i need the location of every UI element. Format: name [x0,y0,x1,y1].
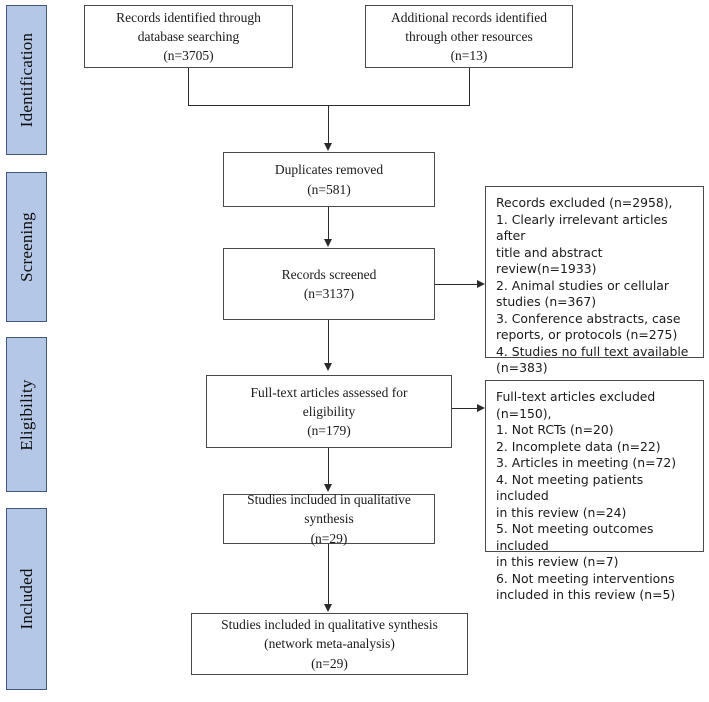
connector-fulltext-to-excluded [452,408,479,410]
box-fulltext-assessed-text: Full-text articles assessed for eligibil… [250,384,408,439]
stage-bar-identification: Identification [6,5,47,155]
box-additional-records-other-sources-text: Additional records identified through ot… [391,9,547,64]
arrowhead-to-fulltext-excluded-icon [477,404,485,412]
stage-bar-screening: Screening [6,172,47,322]
box-network-meta-analysis: Studies included in qualitative synthesi… [191,613,468,675]
box-records-screened: Records screened (n=3137) [223,248,435,320]
arrowhead-to-qualitative-icon [324,484,332,492]
connector-qualitative-to-network [328,544,330,606]
box-fulltext-assessed: Full-text articles assessed for eligibil… [206,375,452,448]
box-additional-records-other-sources: Additional records identified through ot… [365,5,573,68]
stage-label-identification: Identification [16,32,36,128]
connector-screened-to-excluded [435,284,479,286]
arrowhead-to-duplicates-icon [324,143,332,151]
connector-screened-to-fulltext [328,320,330,365]
box-duplicates-removed: Duplicates removed (n=581) [223,152,435,207]
arrowhead-to-screened-icon [324,239,332,247]
box-duplicates-removed-text: Duplicates removed (n=581) [274,162,384,197]
box-records-excluded-text: Records excluded (n=2958), 1. Clearly ir… [496,195,689,375]
box-records-identified-database-text: Records identified through database sear… [116,9,261,64]
connector-duplicates-to-screened [328,207,330,241]
box-qualitative-synthesis: Studies included in qualitative synthesi… [223,492,435,546]
arrowhead-to-records-excluded-icon [477,280,485,288]
connector-other-drop [469,68,471,106]
box-records-screened-text: Records screened (n=3137) [281,266,377,301]
stage-label-included: Included [16,568,36,630]
box-records-identified-database: Records identified through database sear… [84,5,293,68]
connector-database-drop [188,68,190,106]
stage-bar-eligibility: Eligibility [6,337,47,492]
connector-fulltext-to-qualitative [328,448,330,486]
box-qualitative-synthesis-text: Studies included in qualitative synthesi… [247,492,411,546]
stage-label-eligibility: Eligibility [16,378,36,451]
arrowhead-to-fulltext-icon [324,363,332,371]
box-fulltext-excluded-text: Full-text articles excluded (n=150), 1. … [496,389,677,602]
arrowhead-to-network-icon [324,604,332,612]
stage-bar-included: Included [6,508,47,690]
box-records-excluded: Records excluded (n=2958), 1. Clearly ir… [485,186,704,375]
box-network-meta-analysis-text: Studies included in qualitative synthesi… [221,617,438,671]
stage-label-screening: Screening [16,212,36,282]
connector-merge-to-duplicates [328,105,330,145]
box-fulltext-excluded: Full-text articles excluded (n=150), 1. … [485,380,704,602]
